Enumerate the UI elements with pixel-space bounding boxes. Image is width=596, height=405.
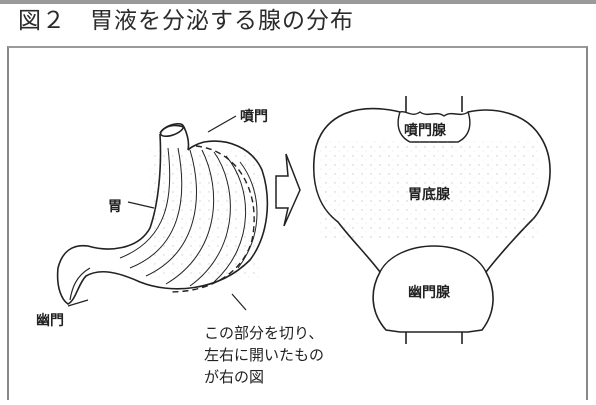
cut-note-line-1: この部分を切り、: [204, 322, 324, 344]
label-cardiac-gland: 噴門腺: [404, 120, 446, 140]
label-fundic-gland: 胃底腺: [408, 184, 450, 204]
cut-note: この部分を切り、 左右に開いたもの が右の図: [204, 322, 324, 388]
stomach-texture: [150, 150, 260, 280]
label-cardia: 噴門: [240, 106, 268, 126]
arrow-icon: [276, 154, 300, 226]
cut-note-line-2: 左右に開いたもの: [204, 344, 324, 366]
cut-note-line-3: が右の図: [204, 366, 324, 388]
label-pyloric-gland: 幽門腺: [408, 282, 450, 302]
label-pylorus: 幽門: [36, 310, 64, 330]
label-stomach: 胃: [108, 196, 122, 216]
